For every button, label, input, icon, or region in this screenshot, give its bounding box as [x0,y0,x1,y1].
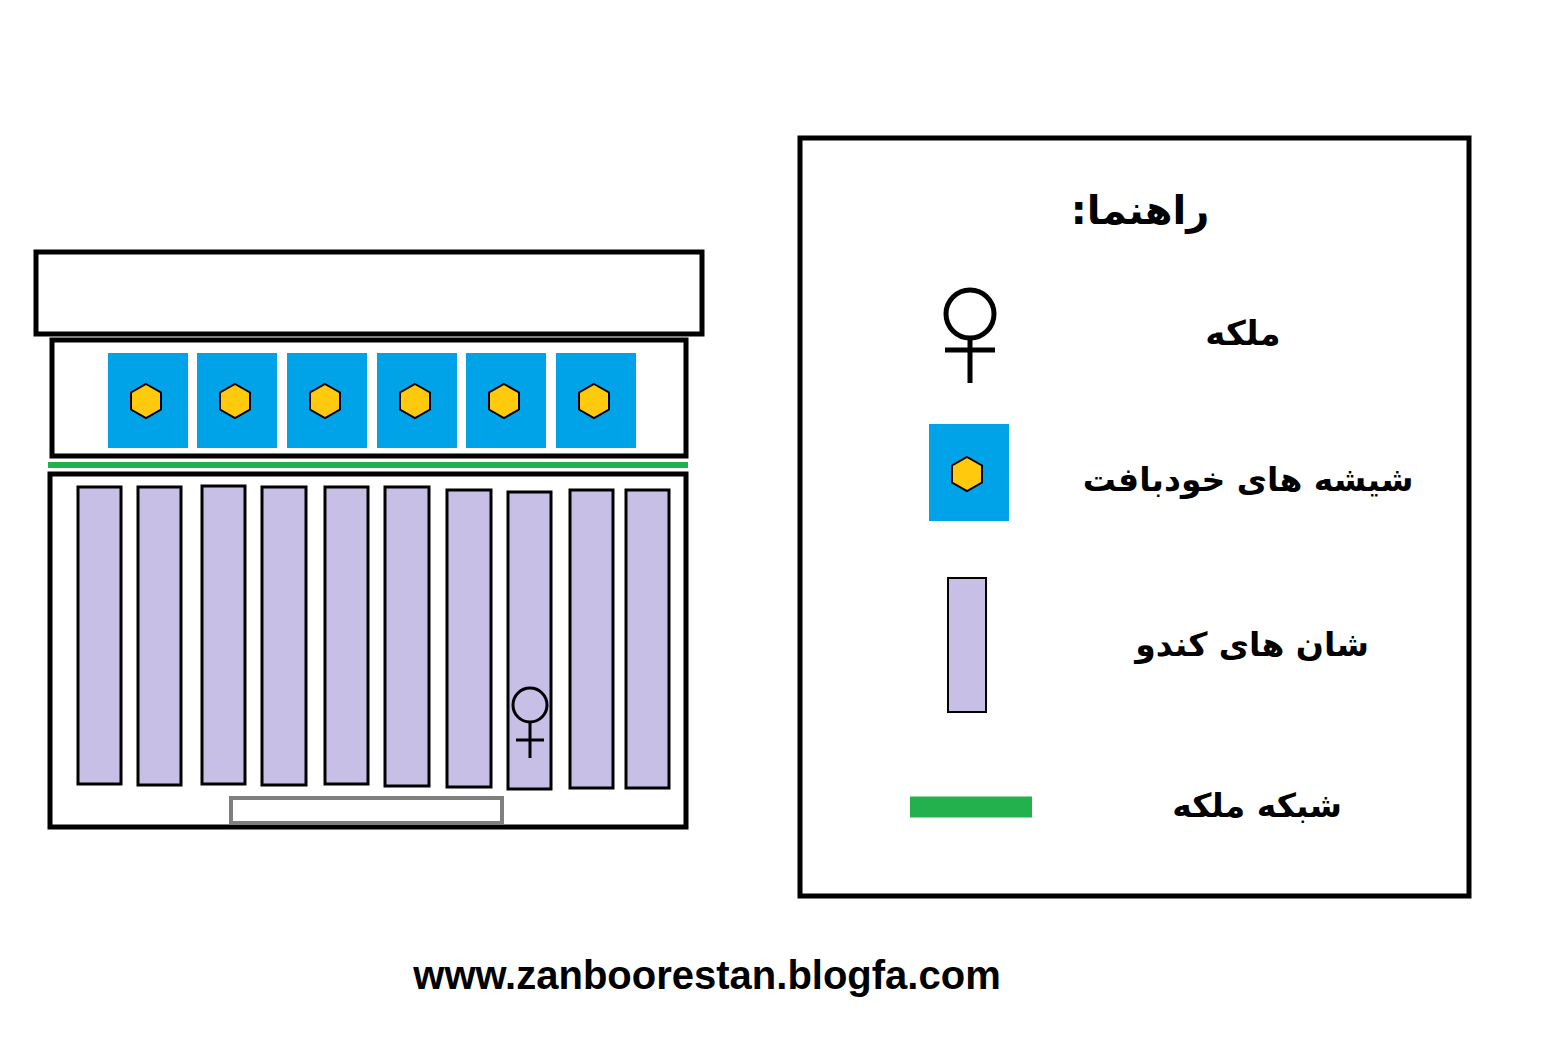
legend-queen-symbol [945,290,995,383]
legend-jar-symbol [929,424,1009,521]
legend-swatch [948,578,986,712]
queen-symbol [513,688,547,758]
hive-entrance [231,798,502,823]
super-box [52,340,686,456]
jars [108,353,636,448]
legend-label: ملکه [1205,313,1280,354]
combs [78,486,669,789]
legend-excluder-line [910,797,1032,818]
watermark: www.zanboorestan.blogfa.com [413,951,1000,999]
legend-swatches [948,578,986,712]
brood-box [50,474,686,827]
legend-label: شبکه ملکه [1172,786,1342,826]
legend-label: شان های کندو [1135,625,1369,665]
legend-label: شیشه های خودبافت [1083,460,1414,500]
queen-excluder [48,462,688,468]
legend-box [800,138,1469,896]
hive-cover [36,252,702,334]
legend-title: راهنما: [1071,186,1210,234]
